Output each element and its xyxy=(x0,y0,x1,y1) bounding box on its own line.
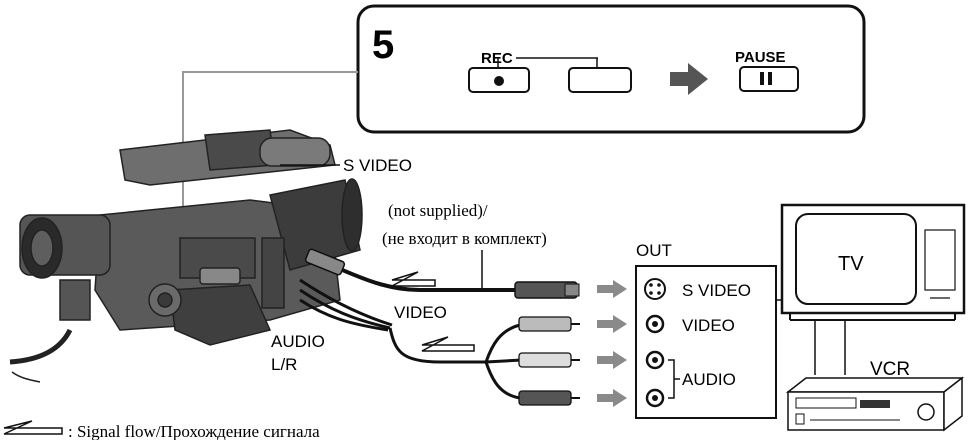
input-arrows xyxy=(597,280,627,407)
camera-s-video-label: S VIDEO xyxy=(343,156,412,175)
step-callout: 5 REC PAUSE xyxy=(182,4,866,210)
tv-label: TV xyxy=(838,253,864,275)
arrow-right-icon xyxy=(597,351,627,369)
camcorder-illustration xyxy=(9,129,363,383)
pause-label: PAUSE xyxy=(735,49,786,66)
pause-button xyxy=(739,66,799,92)
not-supplied-label: (not supplied)/ xyxy=(388,201,488,220)
second-rec-button xyxy=(568,67,632,93)
step-arrow-icon xyxy=(670,63,708,95)
panel-video-label: VIDEO xyxy=(682,316,735,335)
arrow-right-icon xyxy=(597,315,627,333)
vcr-label: VCR xyxy=(870,359,910,380)
rec-button xyxy=(468,67,530,93)
not-supplied-ru-label: (не входит в комплект) xyxy=(382,229,547,248)
tv-illustration xyxy=(780,203,966,375)
panel-audio-label: AUDIO xyxy=(682,370,736,389)
signal-flow-arrow-icon xyxy=(421,336,475,352)
arrow-right-icon xyxy=(597,389,627,407)
vcr-illustration xyxy=(785,376,965,432)
rec-dot-icon xyxy=(494,76,504,86)
audio-lr-label-line2: L/R xyxy=(271,355,297,374)
step-number: 5 xyxy=(372,23,394,67)
arrow-right-icon xyxy=(597,280,627,298)
audio-jack-icon xyxy=(645,388,665,408)
signal-flow-arrow-icon xyxy=(391,271,436,287)
audio-jack-icon xyxy=(645,350,665,370)
s-video-cable xyxy=(304,248,580,299)
s-video-jack-icon xyxy=(644,278,666,300)
video-cable-label: VIDEO xyxy=(394,303,447,322)
signal-flow-legend-icon xyxy=(3,420,63,435)
panel-s-video-label: S VIDEO xyxy=(682,281,751,300)
out-label: OUT xyxy=(636,241,672,260)
legend-text: : Signal flow/Прохождение сигнала xyxy=(68,422,320,440)
audio-lr-label-line1: AUDIO xyxy=(271,332,325,351)
vcr-jack-panel: S VIDEO VIDEO AUDIO xyxy=(635,265,777,419)
rec-label: REC xyxy=(481,50,513,67)
video-jack-icon xyxy=(645,314,665,334)
av-cable xyxy=(299,278,580,406)
